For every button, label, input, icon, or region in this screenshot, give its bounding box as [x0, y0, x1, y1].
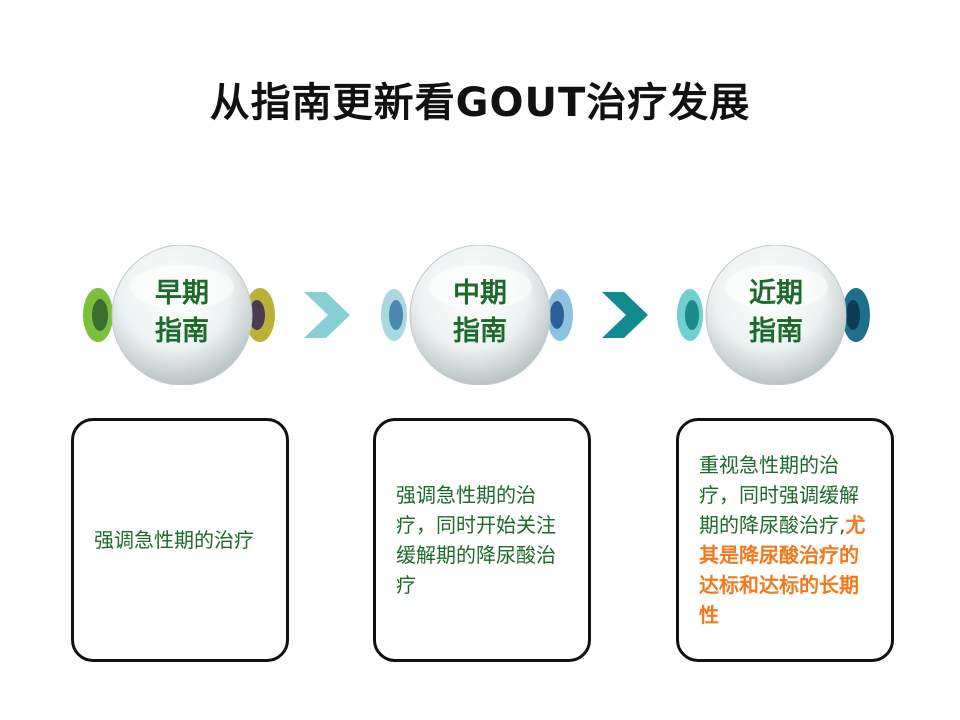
- stage-middle-label-line2: 指南: [453, 316, 507, 347]
- card-recent-text: 重视急性期的治疗，同时强调缓解期的降尿酸治疗,尤其是降尿酸治疗的达标和达标的长期…: [679, 450, 891, 630]
- stage-early: 早期 指南: [82, 245, 282, 385]
- stage-early-bubble-graphic: [83, 245, 275, 385]
- stage-middle-label: 中期 指南: [415, 275, 545, 351]
- stage-recent-label-line2: 指南: [749, 316, 803, 347]
- card-middle: 强调急性期的治疗，同时开始关注缓解期的降尿酸治疗: [373, 418, 591, 662]
- chevron-right-dark-icon: [602, 292, 648, 338]
- card-recent: 重视急性期的治疗，同时强调缓解期的降尿酸治疗,尤其是降尿酸治疗的达标和达标的长期…: [676, 418, 894, 662]
- card-middle-text: 强调急性期的治疗，同时开始关注缓解期的降尿酸治疗: [396, 483, 556, 597]
- stage-middle-label-line1: 中期: [453, 278, 507, 309]
- stage-recent-label: 近期 指南: [711, 275, 841, 351]
- stage-early-label-line1: 早期: [155, 278, 209, 309]
- card-recent-description: 重视急性期的治疗，同时强调缓解期的降尿酸治疗,: [699, 453, 859, 537]
- stage-recent-label-line1: 近期: [749, 278, 803, 309]
- stage-early-label-line2: 指南: [155, 316, 209, 347]
- stage-middle: 中期 指南: [380, 245, 580, 385]
- stage-recent-bubble-graphic: [677, 245, 870, 385]
- slide-title: 从指南更新看GOUT治疗发展: [209, 80, 751, 126]
- chevron-right-light-icon: [304, 292, 350, 338]
- card-early-text: 强调急性期的治疗: [94, 528, 254, 552]
- stage-recent: 近期 指南: [676, 245, 876, 385]
- card-recent-highlight: 尤其是降尿酸治疗的达标和达标的长期性: [699, 513, 866, 627]
- card-early: 强调急性期的治疗: [71, 418, 289, 662]
- stage-early-label: 早期 指南: [117, 275, 247, 351]
- stage-middle-bubble-graphic: [381, 245, 573, 385]
